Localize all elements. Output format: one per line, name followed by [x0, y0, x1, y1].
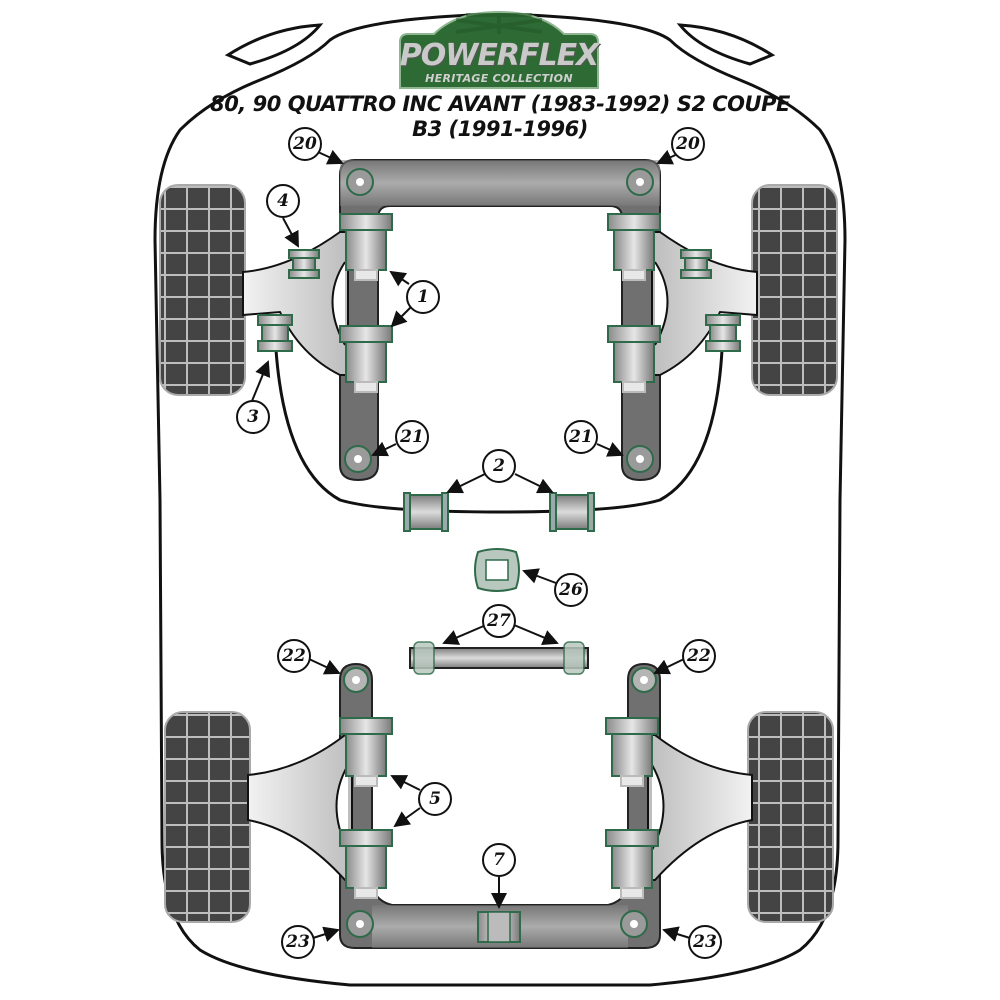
leader-arrows [251, 149, 691, 942]
callout-7: 7 [482, 843, 516, 877]
powerflex-logo: POWERFLEX HERITAGE COLLECTION [396, 10, 602, 92]
callout-21-left: 21 [395, 420, 429, 454]
logo-badge-shape [399, 10, 599, 89]
logo-subtitle-text: HERITAGE COLLECTION [425, 72, 573, 85]
front-anti-roll-bar [274, 349, 724, 514]
tyre-rear-left [164, 711, 251, 923]
callout-1: 1 [406, 280, 440, 314]
diagram-title-line-2: B3 (1991-1996) [412, 117, 588, 141]
callout-3: 3 [236, 400, 270, 434]
logo-brand-text: POWERFLEX [399, 38, 599, 73]
rear-wishbone-bushes [339, 717, 659, 899]
callout-23-right: 23 [688, 925, 722, 959]
callout-22-right: 22 [682, 639, 716, 673]
callout-22-left: 22 [277, 639, 311, 673]
front-wishbone-bushes [339, 213, 661, 393]
callout-5: 5 [418, 782, 452, 816]
callout-20-left: 20 [288, 127, 322, 161]
callout-4: 4 [266, 184, 300, 218]
tyres [159, 184, 838, 923]
headlight-left [224, 23, 324, 66]
callout-21-right: 21 [564, 420, 598, 454]
callout-23-left: 23 [281, 925, 315, 959]
callout-27: 27 [482, 604, 516, 638]
tyre-front-right [751, 184, 838, 396]
tyre-front-left [159, 184, 246, 396]
tyre-rear-right [747, 711, 834, 923]
callout-26: 26 [554, 573, 588, 607]
arm-inner-bushes [257, 249, 741, 352]
rear-subframe [339, 662, 661, 949]
callout-2: 2 [482, 449, 516, 483]
rear-beam [409, 641, 589, 675]
callout-20-right: 20 [671, 127, 705, 161]
anti-roll-bar-bushes [403, 492, 595, 532]
diagram-title-line-1: 80, 90 QUATTRO INC AVANT (1983-1992) S2 … [210, 92, 790, 116]
headlight-right [676, 23, 776, 66]
